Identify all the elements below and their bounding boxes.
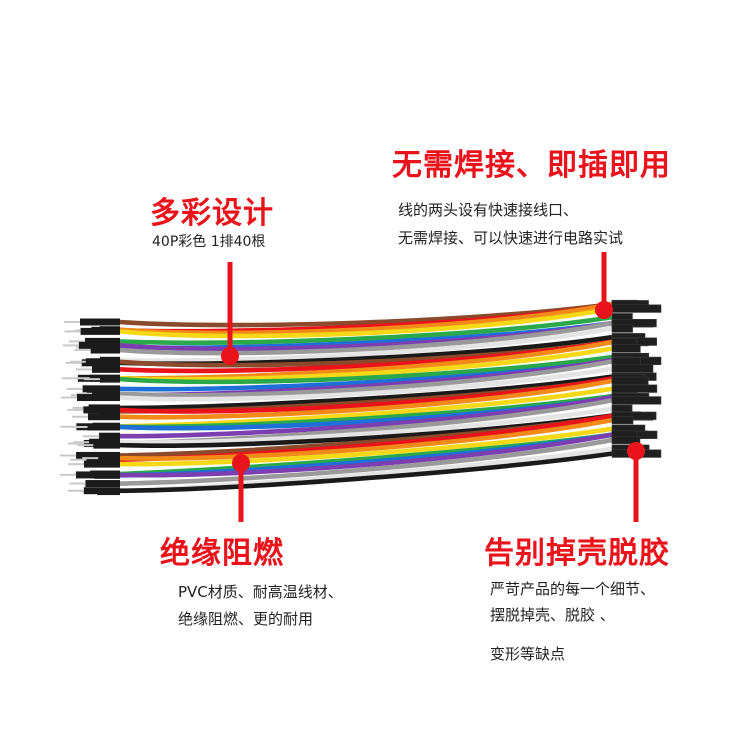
wire-strand — [119, 417, 613, 461]
wire-strand — [119, 376, 613, 414]
male-connector-housing — [83, 487, 120, 495]
male-connector-housing — [98, 454, 120, 462]
wire-strand — [119, 314, 613, 346]
wire-strand — [119, 437, 613, 486]
callout-title-no-solder: 无需焊接、即插即用 — [392, 148, 671, 183]
wire-strand — [119, 394, 613, 439]
male-connector-housing — [80, 318, 120, 326]
wire-strand — [119, 359, 613, 398]
wire-strand — [119, 374, 613, 411]
male-connector-housing — [90, 346, 120, 354]
pointer-line-no-solder — [595, 252, 613, 319]
male-connector-housing — [80, 327, 120, 335]
wire-strand — [119, 306, 613, 339]
wire-strand — [119, 426, 613, 467]
female-connector-housing — [611, 404, 633, 413]
male-connector-housing — [87, 423, 120, 431]
callout-title-colorful: 多彩设计 — [150, 196, 274, 231]
callout-desc-no-shell-drop-line2: 摆脱掉壳、脱胶 、 — [490, 606, 615, 624]
wire-strand — [119, 432, 613, 478]
female-connector-housing — [611, 344, 641, 353]
wire-strand — [119, 326, 613, 363]
wire-strand — [119, 320, 613, 356]
female-dupont-connectors — [611, 299, 662, 458]
male-connector-housing — [85, 480, 120, 488]
pointer-line-insulation — [232, 454, 250, 522]
callout-desc-no-solder-line2: 无需焊接、可以快速进行电路实试 — [398, 229, 624, 247]
male-connector-housing — [93, 441, 120, 449]
male-connector-housing — [82, 385, 120, 393]
female-connector-housing — [611, 384, 658, 393]
female-connector-housing — [611, 304, 662, 313]
callout-desc-no-shell-drop-line3: 变形等缺点 — [490, 645, 566, 663]
wire-strand — [119, 302, 613, 336]
callout-title-insulation: 绝缘阻燃 — [160, 536, 284, 571]
wire-strand — [119, 451, 613, 494]
pointer-line-colorful — [221, 262, 239, 365]
callout-desc-no-solder-line1: 线的两头设有快速接线口、 — [398, 201, 579, 219]
male-connector-housing — [76, 451, 120, 459]
female-connector-housing — [611, 324, 633, 333]
male-connector-housing — [99, 432, 120, 440]
female-connector-housing — [611, 416, 634, 425]
male-connector-housing — [78, 341, 120, 349]
female-connector-housing — [611, 435, 641, 445]
male-connector-housing — [84, 337, 120, 345]
callout-desc-insulation-line1: PVC材质、耐高温线材、 — [178, 583, 343, 601]
male-connector-housing — [83, 406, 120, 414]
pointer-line-no-shell-drop — [627, 442, 645, 522]
male-pin-connectors — [60, 318, 120, 496]
male-connector-housing — [87, 413, 120, 421]
female-connector-housing — [611, 396, 662, 405]
male-connector-housing — [92, 365, 120, 373]
male-connector-housing — [83, 460, 120, 468]
wire-strand — [119, 406, 613, 445]
wire-strand — [119, 354, 613, 385]
female-connector-housing — [611, 319, 657, 328]
female-connector-housing — [611, 357, 642, 366]
female-connector-housing — [611, 364, 654, 373]
male-connector-housing — [76, 471, 120, 479]
callout-desc-colorful: 40P彩色 1排40根 — [152, 234, 266, 250]
callout-desc-insulation-line2: 绝缘阻燃、更的耐用 — [178, 610, 314, 628]
female-connector-housing — [611, 411, 657, 420]
ribbon-cable — [119, 301, 613, 494]
male-connector-housing — [99, 375, 120, 383]
callout-title-no-shell-drop: 告别掉壳脱胶 — [484, 536, 670, 571]
male-connector-housing — [76, 394, 120, 402]
female-connector-housing — [611, 376, 649, 385]
male-connector-housing — [85, 358, 120, 366]
wire-strand — [119, 366, 613, 402]
wire-strand — [119, 378, 613, 420]
callout-desc-no-shell-drop-line1: 严苛产品的每一个细节、 — [490, 580, 656, 598]
male-connector-housing — [92, 390, 120, 398]
